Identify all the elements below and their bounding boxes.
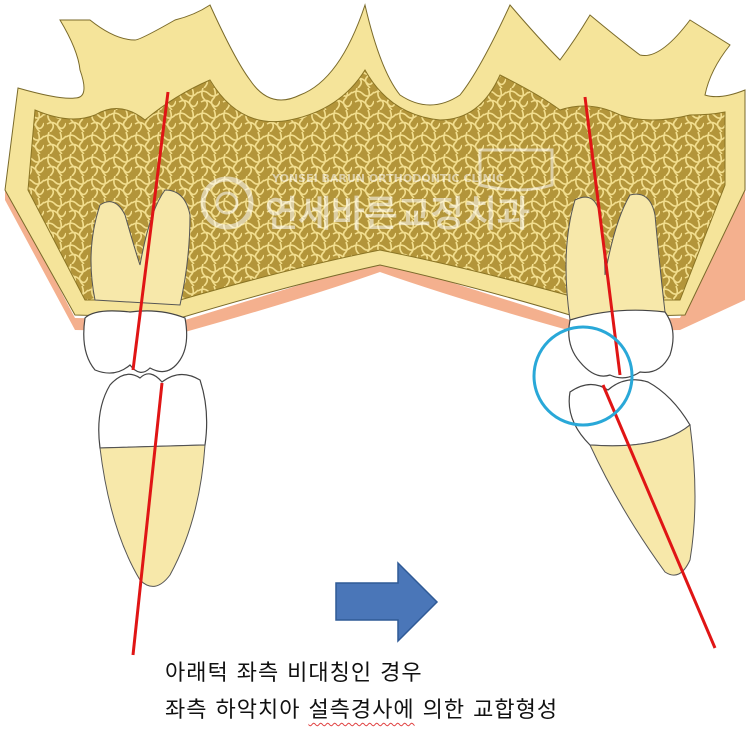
- right-lower-molar-crown: [568, 379, 691, 447]
- caption-line-2-part2: 의한 교합형성: [414, 698, 559, 723]
- clinic-watermark: YONSEI BARUN ORTHODONTIC CLINIC 연세바른교정치과: [200, 148, 554, 235]
- trabecular-bone: [27, 69, 726, 301]
- left-lower-molar-crown: [98, 373, 208, 449]
- right-lower-axis-line: [601, 384, 717, 649]
- caption-line-1: 아래턱 좌측 비대칭인 경우: [165, 655, 423, 687]
- occlusion-highlight-circle: [532, 325, 634, 427]
- caption-line-2: 좌측 하악치아 설측경사에 의한 교합형성: [165, 692, 558, 724]
- left-upper-axis-line: [131, 91, 170, 371]
- left-lower-molar-root: [99, 444, 206, 587]
- caption-line-1-text: 아래턱 좌측 비대칭인 경우: [165, 661, 423, 686]
- right-arrow-icon: [335, 561, 439, 643]
- watermark-text-en: YONSEI BARUN ORTHODONTIC CLINIC: [271, 172, 504, 185]
- watermark-text: 연세바른교정치과: [265, 194, 530, 235]
- right-upper-molar-roots: [565, 193, 666, 321]
- right-lower-molar-root: [589, 424, 696, 576]
- caption-line-2-part1: 좌측 하악치아: [165, 698, 309, 723]
- caption-line-2-underlined: 설측경사에: [308, 698, 415, 723]
- left-upper-molar-roots: [90, 189, 191, 306]
- left-lower-axis-line: [131, 382, 164, 656]
- right-upper-axis-line: [583, 96, 622, 376]
